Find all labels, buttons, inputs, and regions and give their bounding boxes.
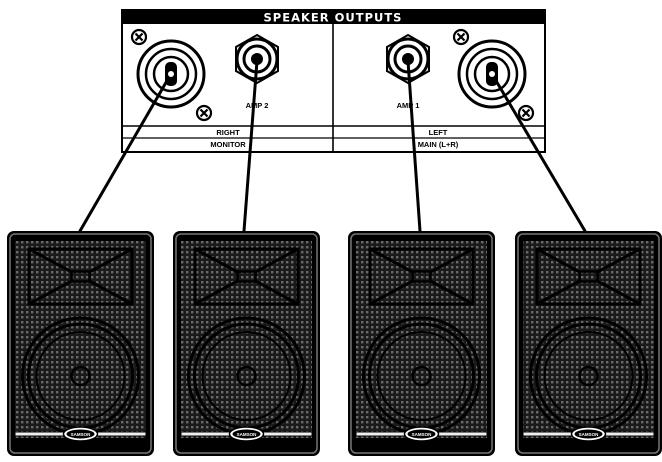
- main-output-label: MAIN (L+R): [418, 140, 459, 149]
- brand-badge: SAMSON: [403, 426, 440, 442]
- speaker-cabinet: SAMSON: [348, 231, 495, 456]
- monitor-output-label: MONITOR: [210, 140, 246, 149]
- cable-speaker-2: [242, 59, 259, 233]
- brand-badge: SAMSON: [570, 426, 607, 442]
- horn-icon: [27, 247, 134, 306]
- amp1-label: AMP 1: [397, 101, 420, 110]
- left-channel-label: LEFT: [429, 128, 448, 137]
- left-speakon-connector-icon[interactable]: [457, 39, 527, 109]
- horn-icon: [535, 247, 642, 306]
- brand-badge-text: SAMSON: [237, 432, 257, 437]
- rear-panel: SPEAKER OUTPUTS RIGHT MONITOR LEFT MAIN …: [121, 9, 546, 153]
- speaker-cabinet: SAMSON: [173, 231, 320, 456]
- amp2-quarter-inch-jack-icon[interactable]: [235, 33, 279, 85]
- cable-speaker-1: [78, 77, 170, 233]
- speaker-cabinet: SAMSON: [7, 231, 154, 456]
- speaker-cabinet: SAMSON: [515, 231, 662, 456]
- speakers: SAMSON SAMSON SAMSON SAMSON: [7, 231, 662, 456]
- brand-badge: SAMSON: [228, 426, 265, 442]
- screw-icon: [195, 104, 213, 122]
- screw-icon: [452, 28, 470, 46]
- screw-icon: [517, 104, 535, 122]
- screw-icon: [130, 28, 148, 46]
- amp2-label: AMP 2: [246, 101, 269, 110]
- horn-icon: [193, 247, 300, 306]
- amp1-quarter-inch-jack-icon[interactable]: [386, 33, 430, 85]
- horn-icon: [368, 247, 475, 306]
- panel-title: SPEAKER OUTPUTS: [264, 11, 403, 25]
- cable-speaker-3: [406, 59, 422, 233]
- panel-title-bar: [122, 10, 545, 24]
- right-channel-label: RIGHT: [216, 128, 240, 137]
- cables: [78, 59, 587, 233]
- brand-badge-text: SAMSON: [579, 432, 599, 437]
- right-speakon-connector-icon[interactable]: [136, 39, 206, 109]
- brand-badge-text: SAMSON: [412, 432, 432, 437]
- cable-speaker-4: [493, 77, 587, 233]
- brand-badge: SAMSON: [62, 426, 99, 442]
- brand-badge-text: SAMSON: [71, 432, 91, 437]
